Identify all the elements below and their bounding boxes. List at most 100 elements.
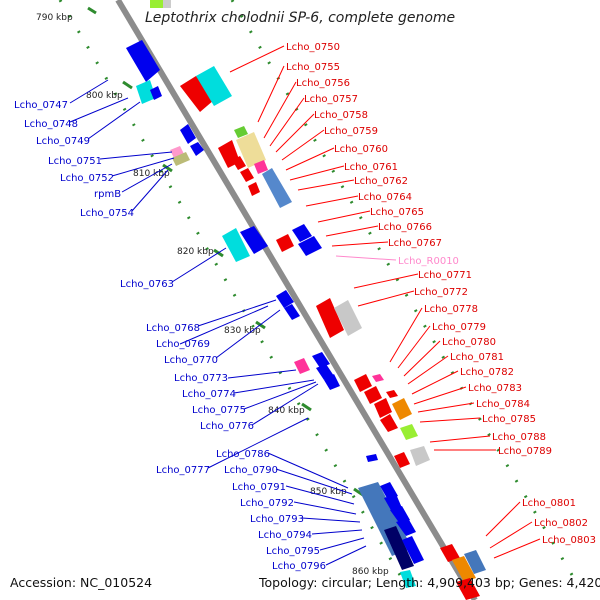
gene-label[interactable]: Lcho_0783 xyxy=(468,383,522,394)
gene-label[interactable]: Lcho_0752 xyxy=(60,173,114,184)
leader-lines-right xyxy=(229,45,541,559)
gene-block xyxy=(384,526,414,570)
gene-label[interactable]: Lcho_0748 xyxy=(24,119,78,130)
genome-backbone xyxy=(115,0,478,600)
gene-forward xyxy=(380,414,398,432)
gene-forward xyxy=(440,544,460,562)
gene-block xyxy=(400,570,416,588)
gene-reverse xyxy=(284,304,300,320)
gene-label[interactable]: Lcho_0763 xyxy=(120,279,174,290)
gene-label[interactable]: Lcho_0750 xyxy=(286,42,340,53)
gene-reverse xyxy=(316,364,334,380)
gene-label[interactable]: Lcho_0758 xyxy=(314,110,368,121)
gene-forward xyxy=(364,386,382,404)
kbp-marker: 840 kbp xyxy=(268,406,305,416)
gene-reverse xyxy=(190,142,204,156)
gene-label[interactable]: Lcho_0779 xyxy=(432,322,486,333)
gene-label[interactable]: Lcho_0803 xyxy=(542,535,596,546)
gene-label[interactable]: Lcho_0780 xyxy=(442,337,496,348)
gene-reverse xyxy=(150,86,162,100)
gene-block xyxy=(172,152,190,166)
gene-label[interactable]: Lcho_0756 xyxy=(296,78,350,89)
gene-forward xyxy=(386,390,398,398)
gene-label[interactable]: Lcho_0771 xyxy=(418,270,472,281)
gene-label[interactable]: Lcho_0801 xyxy=(522,498,576,509)
gene-label[interactable]: Lcho_0770 xyxy=(164,355,218,366)
gene-label[interactable]: Lcho_0751 xyxy=(48,156,102,167)
gene-label[interactable]: Lcho_0768 xyxy=(146,323,200,334)
gene-reverse xyxy=(402,536,424,564)
gene-label[interactable]: Lcho_0784 xyxy=(476,399,530,410)
gene-label[interactable]: Lcho_0747 xyxy=(14,100,68,111)
gene-label[interactable]: Lcho_0761 xyxy=(344,162,398,173)
gene-label[interactable]: Lcho_0793 xyxy=(250,514,304,525)
gene-block xyxy=(234,126,248,138)
gene-label[interactable]: Lcho_0762 xyxy=(354,176,408,187)
gene-label[interactable]: Lcho_0755 xyxy=(286,62,340,73)
gene-label[interactable]: Lcho_0786 xyxy=(216,449,270,460)
gene-block xyxy=(150,0,164,8)
kbp-marker: 810 kbp xyxy=(133,169,170,179)
leader-lines-left xyxy=(69,79,367,566)
gene-label[interactable]: Lcho_0769 xyxy=(156,339,210,350)
right-labels: Lcho_0750 Lcho_0755 Lcho_0756 Lcho_0757 … xyxy=(286,42,596,546)
gene-reverse xyxy=(324,374,340,390)
gene-label[interactable]: Lcho_0775 xyxy=(192,405,246,416)
kbp-marker: 790 kbp xyxy=(36,13,73,23)
kbp-marker: 830 kbp xyxy=(224,326,261,336)
gene-label[interactable]: Lcho_0795 xyxy=(266,546,320,557)
gene-label[interactable]: Lcho_0777 xyxy=(156,465,210,476)
gene-label[interactable]: Lcho_0767 xyxy=(388,238,442,249)
gene-label[interactable]: Lcho_0764 xyxy=(358,192,412,203)
gene-block xyxy=(334,300,362,336)
gene-forward xyxy=(232,156,246,170)
gene-label[interactable]: Lcho_0781 xyxy=(450,352,504,363)
gene-block xyxy=(294,358,310,374)
gene-label[interactable]: Lcho_0796 xyxy=(272,561,326,572)
gene-label[interactable]: Lcho_0802 xyxy=(534,518,588,529)
gene-forward xyxy=(180,76,214,112)
gene-block xyxy=(163,0,171,8)
gene-label[interactable]: Lcho_0749 xyxy=(36,136,90,147)
gene-block xyxy=(236,132,266,168)
gene-label[interactable]: Lcho_0778 xyxy=(424,304,478,315)
gene-forward xyxy=(316,298,344,338)
gene-label[interactable]: Lcho_0794 xyxy=(258,530,312,541)
gene-label[interactable]: Lcho_0790 xyxy=(224,465,278,476)
gene-label[interactable]: rpmB xyxy=(94,189,121,200)
gene-reverse xyxy=(298,236,322,256)
gene-reverse xyxy=(366,454,378,462)
gene-label[interactable]: Lcho_0785 xyxy=(482,414,536,425)
rna-leader-line xyxy=(335,255,397,261)
gene-block xyxy=(222,228,250,262)
gene-label[interactable]: Lcho_0792 xyxy=(240,498,294,509)
gene-reverse xyxy=(126,40,160,82)
gene-label[interactable]: Lcho_0776 xyxy=(200,421,254,432)
gene-label[interactable]: Lcho_0759 xyxy=(324,126,378,137)
gene-label[interactable]: Lcho_0774 xyxy=(182,389,236,400)
gene-label[interactable]: Lcho_R0010 xyxy=(398,256,459,267)
gene-label[interactable]: Lcho_0789 xyxy=(498,446,552,457)
gene-block xyxy=(464,550,486,574)
left-labels: Lcho_0747 Lcho_0748 Lcho_0749 Lcho_0751 … xyxy=(14,100,326,572)
gene-label[interactable]: Lcho_0773 xyxy=(174,373,228,384)
gene-block xyxy=(262,168,292,208)
gene-block xyxy=(400,424,418,440)
gene-reverse xyxy=(312,352,330,368)
genome-title: Leptothrix cholodnii SP-6, complete geno… xyxy=(145,10,455,26)
gene-label[interactable]: Lcho_0757 xyxy=(304,94,358,105)
gene-label[interactable]: Lcho_0788 xyxy=(492,432,546,443)
gene-label[interactable]: Lcho_0765 xyxy=(370,207,424,218)
accession-text: Accession: NC_010524 xyxy=(10,575,152,590)
gene-label[interactable]: Lcho_0760 xyxy=(334,144,388,155)
gene-label[interactable]: Lcho_0754 xyxy=(80,208,134,219)
gene-block xyxy=(196,66,232,106)
kbp-marker: 860 kbp xyxy=(352,567,389,577)
gene-label[interactable]: Lcho_0766 xyxy=(378,222,432,233)
gene-forward xyxy=(354,374,372,392)
gene-block xyxy=(254,160,268,174)
gene-forward xyxy=(248,182,260,196)
gene-label[interactable]: Lcho_0772 xyxy=(414,287,468,298)
gene-label[interactable]: Lcho_0791 xyxy=(232,482,286,493)
gene-label[interactable]: Lcho_0782 xyxy=(460,367,514,378)
